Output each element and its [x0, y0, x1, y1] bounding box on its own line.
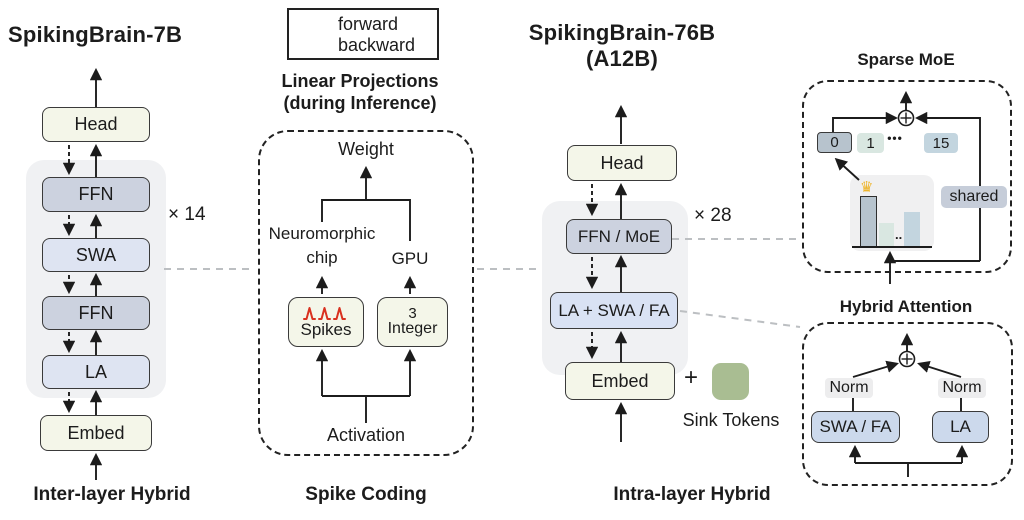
sink-tokens-label: Sink Tokens — [682, 410, 780, 430]
block-embed-76b-label: Embed — [591, 370, 649, 391]
sparse-moe-title: Sparse MoE — [857, 50, 955, 69]
block-la-label: LA — [950, 417, 971, 436]
neuromorphic-label: Neuromorphic — [268, 224, 376, 243]
legend-forward-label: forward — [338, 14, 399, 34]
expert-1-label: 1 — [866, 134, 875, 152]
crown-icon: ♛ — [860, 179, 874, 196]
expert-15: 15 — [924, 133, 958, 153]
weight-label: Weight — [338, 139, 394, 159]
legend-box — [287, 8, 439, 60]
linear-projections-heading-line2: (during Inference) — [283, 93, 437, 113]
integer-label: Integer — [387, 320, 438, 338]
block-swa-fa-label: SWA / FA — [819, 417, 892, 436]
repeat-count-7b: × 14 — [168, 204, 206, 225]
block-swa-7b: SWA — [42, 238, 150, 272]
block-ffn-moe-76b-label: FFN / MoE — [577, 226, 661, 246]
block-ffn-moe-76b: FFN / MoE — [566, 219, 672, 254]
router-axis-line — [852, 246, 932, 249]
title-76b-line1: SpikingBrain-76B — [528, 20, 716, 45]
integer-box: 3 Integer — [377, 297, 448, 347]
block-swa-fa: SWA / FA — [811, 411, 900, 443]
sparse-moe-panel — [802, 80, 1012, 273]
norm-right: Norm — [938, 378, 986, 398]
shared-expert-badge: shared — [941, 186, 1007, 208]
shared-expert-label: shared — [949, 188, 999, 205]
block-la: LA — [932, 411, 989, 443]
connector-laswafa-to-hybrid-attention — [679, 310, 801, 328]
expert-0-label: 0 — [830, 134, 839, 151]
block-embed-7b-label: Embed — [67, 422, 125, 443]
plus-sign: + — [684, 364, 699, 391]
expert-0: 0 — [817, 132, 852, 153]
block-embed-76b: Embed — [565, 362, 675, 400]
router-bar-ellipsis: .. — [895, 227, 903, 242]
router-bar-top1 — [860, 196, 877, 247]
caption-7b: Inter-layer Hybrid — [33, 484, 191, 505]
block-la-7b: LA — [42, 355, 150, 389]
linear-projections-heading-line1: Linear Projections — [281, 71, 439, 91]
spikes-label: Spikes — [300, 319, 352, 339]
norm-right-label: Norm — [942, 379, 982, 396]
integer-value: 3 — [408, 304, 417, 322]
activation-label: Activation — [326, 425, 406, 445]
block-head-7b: Head — [42, 107, 150, 142]
block-ffn-top-7b: FFN — [42, 177, 150, 212]
block-ffn-top-7b-label: FFN — [78, 184, 114, 204]
router-bar-small — [879, 223, 894, 247]
hybrid-attention-panel — [802, 322, 1013, 486]
repeat-count-76b: × 28 — [694, 205, 732, 226]
caption-76b: Intra-layer Hybrid — [613, 484, 771, 505]
expert-15-label: 15 — [932, 134, 950, 152]
spikes-box: Spikes — [288, 297, 364, 347]
router-bar-right — [904, 212, 920, 247]
caption-spike-coding: Spike Coding — [305, 484, 427, 505]
sink-token-square — [712, 363, 749, 400]
norm-left-label: Norm — [829, 379, 869, 396]
block-swa-7b-label: SWA — [75, 244, 117, 265]
block-ffn-bottom-7b: FFN — [42, 296, 150, 330]
expert-1: 1 — [857, 133, 884, 153]
spikes-icon — [303, 306, 346, 320]
legend-backward-label: backward — [338, 35, 416, 55]
block-ffn-bottom-7b-label: FFN — [78, 302, 114, 323]
expert-ellipsis: ••• — [887, 131, 903, 145]
block-head-76b: Head — [567, 145, 677, 181]
chip-label: chip — [306, 248, 338, 267]
norm-left: Norm — [825, 378, 873, 398]
block-la-7b-label: LA — [84, 361, 108, 382]
title-76b-line2: (A12B) — [585, 46, 659, 71]
block-embed-7b: Embed — [40, 415, 152, 451]
gpu-label: GPU — [391, 249, 429, 268]
block-head-7b-label: Head — [74, 114, 118, 134]
block-head-76b-label: Head — [600, 152, 644, 173]
spike-coding-panel — [258, 130, 474, 456]
title-7b: SpikingBrain-7B — [8, 22, 183, 47]
block-la-swa-fa-76b: LA + SWA / FA — [550, 292, 678, 329]
block-la-swa-fa-76b-label: LA + SWA / FA — [558, 300, 670, 320]
hybrid-attention-title: Hybrid Attention — [839, 297, 973, 316]
